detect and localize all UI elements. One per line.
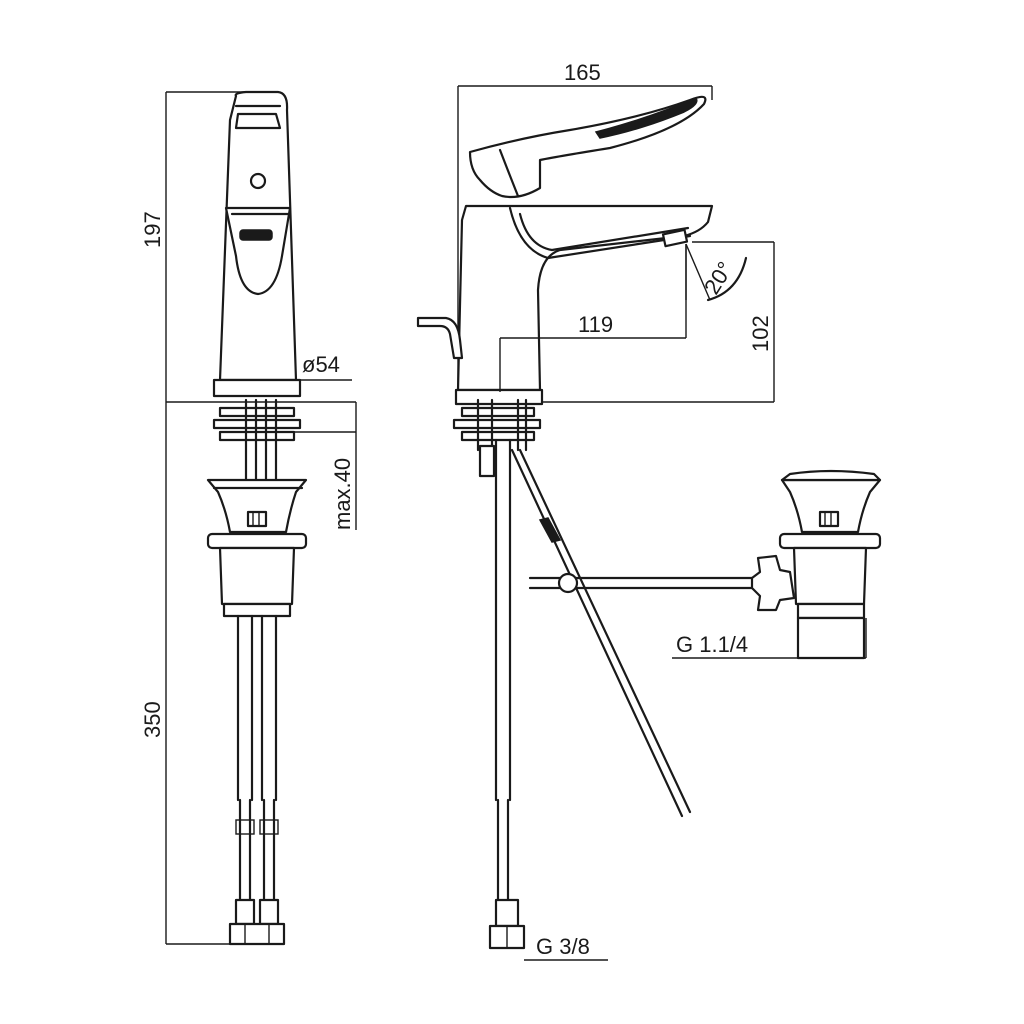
spout-reach-label: 119 — [578, 312, 613, 337]
front-popup-waste — [206, 478, 308, 534]
hose-length-label: 350 — [140, 701, 165, 738]
total-height-label: 197 — [140, 211, 165, 248]
waste-thread-label: G 1.1/4 — [676, 632, 748, 657]
side-faucet-body — [456, 204, 714, 392]
side-base-ring — [454, 388, 544, 406]
front-base-ring — [212, 378, 302, 398]
spout-height-label: 102 — [748, 315, 773, 352]
side-popup-waste — [780, 478, 882, 534]
supply-thread-label: G 3/8 — [536, 934, 590, 959]
front-view: ø54 max.40 1 — [140, 90, 357, 946]
width-top-label: 165 — [564, 60, 601, 85]
tilt-angle-label: 20° — [699, 257, 738, 298]
side-view: 165 119 20° 102 — [416, 60, 882, 961]
base-diameter-label: ø54 — [302, 352, 340, 377]
front-handle-screw — [249, 172, 267, 190]
deck-thickness-label: max.40 — [330, 458, 355, 530]
